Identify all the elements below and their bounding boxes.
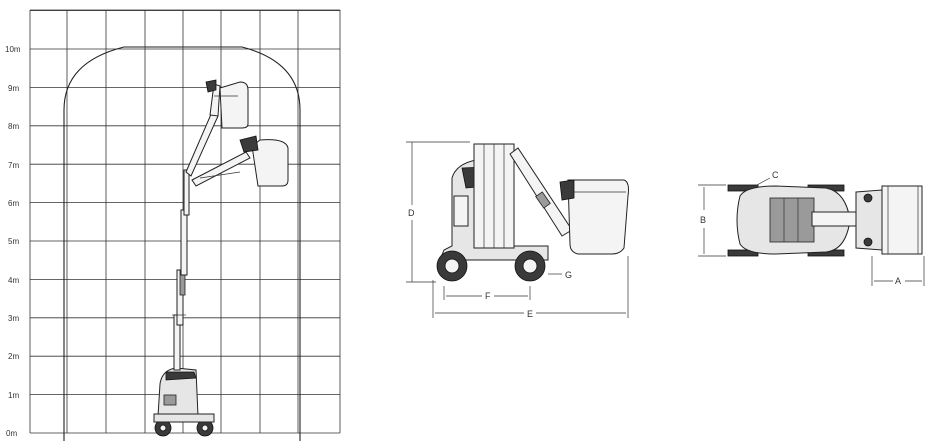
height-chart: 0m 1m 2m 3m 4m 5m 6m 7m 8m 9m 10m	[5, 9, 341, 441]
jib-lower	[191, 135, 289, 187]
y-tick-1: 1m	[8, 391, 19, 400]
top-platform	[881, 185, 923, 255]
y-tick-7: 7m	[8, 161, 19, 170]
y-tick-8: 8m	[8, 122, 19, 131]
dim-label-E: E	[527, 309, 533, 319]
y-tick-5: 5m	[8, 237, 19, 246]
y-tick-2: 2m	[8, 352, 19, 361]
top-view: B C A	[698, 170, 925, 286]
side-view: D F E G	[406, 141, 629, 319]
y-tick-0: 0m	[6, 429, 17, 438]
top-jib	[811, 211, 857, 227]
dim-label-G: G	[565, 270, 572, 280]
machine-base-stowed	[153, 367, 215, 437]
y-tick-4: 4m	[8, 276, 19, 285]
mast-sections	[172, 169, 190, 371]
y-tick-6: 6m	[8, 199, 19, 208]
y-tick-10: 10m	[5, 45, 21, 54]
dim-label-A: A	[895, 276, 901, 286]
y-tick-9: 9m	[8, 84, 19, 93]
dim-label-C: C	[772, 170, 779, 180]
dim-label-F: F	[485, 291, 491, 301]
dim-label-B: B	[700, 215, 706, 225]
side-platform	[567, 179, 629, 255]
y-tick-labels: 0m 1m 2m 3m 4m 5m 6m 7m 8m 9m 10m	[5, 45, 21, 438]
y-tick-3: 3m	[8, 314, 19, 323]
working-envelope	[63, 46, 301, 441]
dim-label-D: D	[408, 208, 415, 218]
jib-upper	[185, 79, 249, 177]
